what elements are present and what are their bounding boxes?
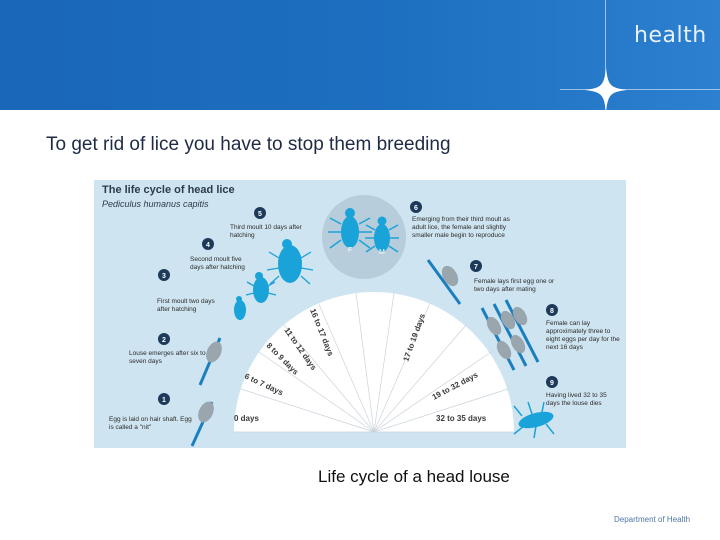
header-banner: health — [0, 0, 720, 110]
egg-icon — [198, 401, 214, 423]
stage-number-2: 2 — [162, 337, 166, 344]
stage-4-text: Second moult five days after hatching — [190, 256, 245, 271]
dead-louse-icon — [513, 401, 555, 439]
stage-number-8: 8 — [550, 308, 554, 315]
banner-divider-vertical — [605, 0, 606, 110]
figure-subtitle: Pediculus humanus capitis — [102, 199, 209, 209]
adult-pair-circle — [322, 195, 406, 279]
male-label: M — [379, 249, 385, 256]
brand-wordmark: health — [634, 23, 707, 48]
life-cycle-graphic: F M — [158, 195, 558, 447]
stage-3-text: First moult two days after hatching — [157, 298, 215, 313]
stage-7-text: Female lays first egg one or two days af… — [474, 278, 555, 293]
stage-5-text: Third moult 10 days after hatching — [230, 224, 302, 239]
dial-spokes — [234, 292, 514, 433]
stage-number-5: 5 — [258, 211, 262, 218]
slide-title: To get rid of lice you have to stop them… — [46, 134, 451, 155]
banner-divider-horizontal — [560, 89, 720, 90]
arc-label-0-days: 0 days — [234, 414, 259, 423]
figure-caption: Life cycle of a head louse — [318, 467, 510, 486]
stage-number-1: 1 — [162, 397, 166, 404]
timeline-dial — [234, 292, 514, 432]
egg-cluster — [480, 299, 540, 371]
life-cycle-figure: F M — [94, 180, 626, 448]
stage-number-9: 9 — [550, 380, 554, 387]
female-label: F — [348, 247, 352, 254]
stage-number-6: 6 — [414, 205, 418, 212]
star-icon — [585, 68, 627, 110]
stage-number-7: 7 — [474, 264, 478, 271]
adult-lice-icon — [341, 208, 390, 252]
stage-1-text: Egg is laid on hair shaft. Egg is called… — [109, 416, 192, 431]
stage-number-3: 3 — [162, 273, 166, 280]
stage-markers — [158, 201, 558, 405]
stage-6-text: Emerging from their third moult as adult… — [412, 216, 510, 239]
stage-9-text: Having lived 32 to 35 days the louse die… — [546, 392, 607, 407]
stage-number-4: 4 — [206, 242, 210, 249]
arc-label-32-35-days: 32 to 35 days — [436, 414, 487, 423]
nit-icon — [206, 341, 222, 363]
nymph-icons — [234, 239, 302, 320]
stage-2-text: Louse emerges after six to seven days — [129, 350, 206, 365]
department-logo-text: Department of Health — [614, 515, 691, 524]
figure-title: The life cycle of head lice — [102, 184, 235, 196]
stage-8-text: Female can lay approximately three to ei… — [546, 320, 620, 351]
